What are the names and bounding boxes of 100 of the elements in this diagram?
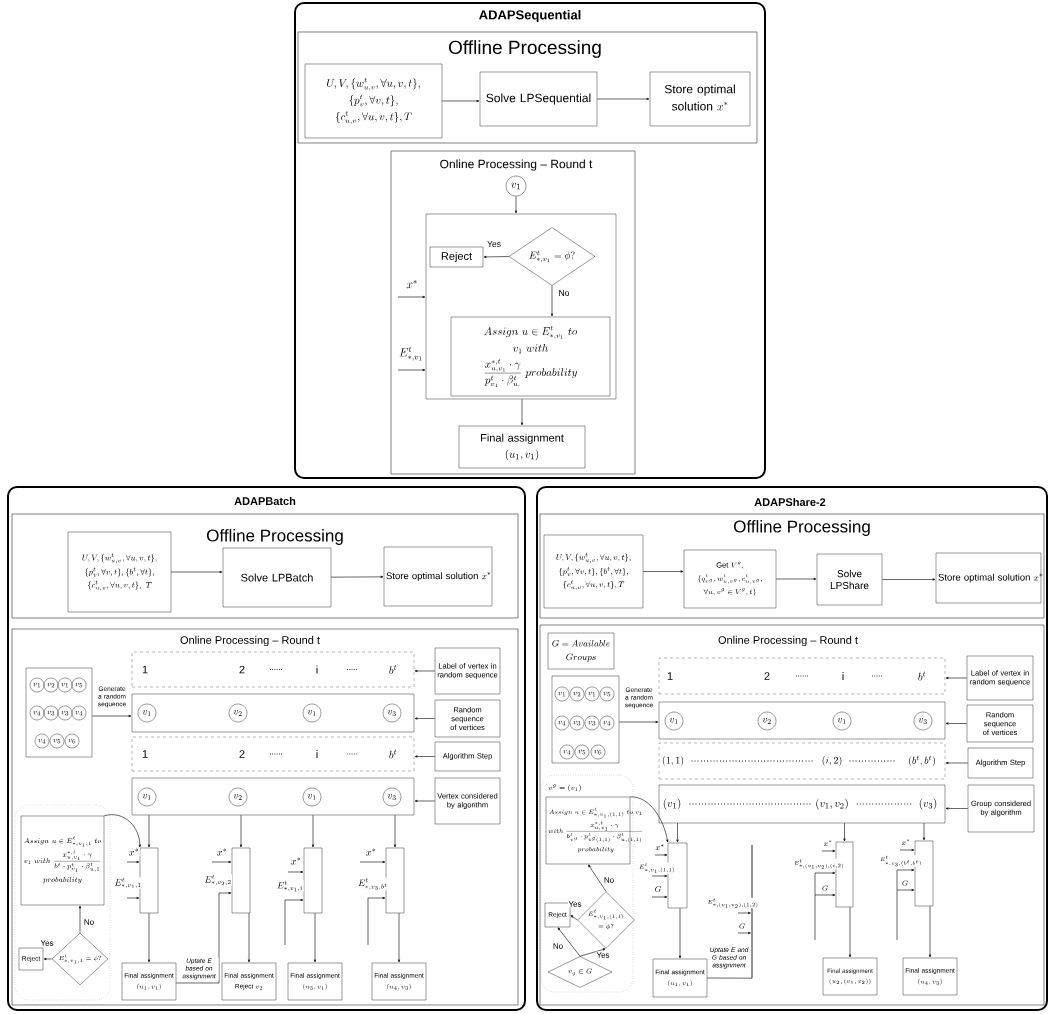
arrow	[43, 957, 53, 961]
group-outline	[14, 804, 111, 1001]
process-box: Solve LPSequential	[479, 71, 598, 127]
input-box: $\begin{gathered}U,V,\{w^t_{u,v},\forall u,v,t\},\\ \{p^t_v,\forall v,t\},\{b^t,\forall t\},\\ \{c^t_{u,v},\forall u,v,t\},\ T\end{gathered}$	[67, 531, 172, 613]
step-box	[385, 847, 405, 914]
arrow	[483, 255, 510, 259]
result-box: $\begin{gathered}\text{Final assignment}\\(u_1,v_1)\end{gathered}$	[652, 958, 708, 998]
result-box: $\begin{gathered}\text{Final assignment}\\(u_2,(v_1,v_2))\end{gathered}$	[822, 957, 878, 996]
arrow	[170, 570, 223, 574]
edge-label: $x^{*}$	[823, 839, 833, 847]
arrow	[651, 874, 668, 878]
arrow	[848, 906, 852, 958]
sequence-row	[131, 777, 415, 816]
edge-label: No	[552, 942, 564, 950]
step-box	[139, 847, 159, 914]
arrow	[651, 895, 668, 899]
arrow	[414, 755, 436, 758]
edge-label: $x^{*}$	[128, 847, 140, 857]
arrow	[211, 860, 232, 864]
sequence-row	[658, 701, 946, 740]
arrow	[78, 905, 82, 934]
process-box: Solve LPShare	[816, 553, 883, 606]
edge-label: $E^t_{*,v_1}$	[398, 346, 424, 362]
arrow	[367, 896, 386, 946]
arrow	[414, 669, 436, 673]
edge-label: $G$	[738, 923, 746, 929]
arrow	[945, 807, 969, 810]
result-box: $\begin{gathered}\text{Final assignment}\\ \text{Reject }v_2\end{gathered}$	[221, 962, 277, 1001]
edge-label: $E^t_{*,v_1,i}$	[276, 880, 304, 892]
formula-label: $E^t_{*,v_2,2}$	[203, 874, 233, 886]
arrow	[896, 868, 915, 941]
arrow	[676, 822, 679, 843]
arrow	[775, 577, 817, 581]
sequence-row: 1 2 ...... i ..... $b^t$	[131, 736, 415, 772]
arrow	[239, 814, 243, 848]
arrow	[397, 912, 401, 963]
sequence-row: $(1,1)$ ………………………………… $(i,2)$ …………… $(b^t,b^t)$	[658, 742, 946, 780]
arrow	[821, 849, 836, 853]
arrow	[397, 295, 426, 299]
process-box: $\begin{gathered}\text{Get }V^g,\\ \{q^t_{v^g},w^t_{u,v^g},c^t_{u,v^g},\\ \forall u,v^g\in V^g,t\}\end{gathered}$	[683, 549, 777, 609]
arrow	[175, 891, 232, 984]
reject-box: Reject	[429, 246, 484, 268]
assignment-box: $\begin{gathered}Assign\ u\in E^t_{*,v_1}\ to\\ v_1\ with\\ \frac{x^{*,t}_{u,v_1}\cdot\gamma}{p^t_{v_1}\cdot\beta^t_{u.}}\ probability\end{gathered}$	[450, 316, 611, 397]
edge-label: $E^t_{*,v_3,b^t}$	[357, 877, 389, 891]
arrow	[928, 905, 932, 958]
arrow	[311, 814, 315, 848]
edge-label: $x^{*}$	[405, 279, 419, 289]
edge-label: $G$	[901, 880, 909, 886]
arrow	[922, 822, 926, 841]
arrow	[91, 714, 132, 718]
result-box: $\begin{gathered}\text{Final assignment}\\(u_3,v_1)\end{gathered}$	[287, 962, 343, 1001]
arrow	[881, 578, 936, 581]
output-box: $\begin{gathered}\text{Store optimal}\\ \text{solution }x^{*}\end{gathered}$	[649, 71, 751, 127]
arrow	[330, 575, 384, 578]
arrow	[642, 570, 684, 573]
arrow	[945, 722, 968, 725]
arrow	[814, 893, 836, 897]
arrow	[896, 888, 915, 892]
bus-line	[751, 844, 753, 979]
arrow	[147, 912, 151, 963]
sequence-row	[131, 693, 415, 733]
edge-label: No	[83, 918, 95, 926]
arrow	[247, 912, 251, 963]
arrow	[103, 814, 141, 848]
edge-label: $x^{*}$	[216, 847, 228, 857]
arrow	[737, 931, 751, 935]
arrow	[393, 814, 397, 848]
sequence-row: 1 2 ...... i ..... $b^t$	[131, 651, 415, 688]
edge-label: No	[603, 876, 615, 884]
vertex-pool-box	[551, 675, 620, 764]
arrow	[414, 717, 436, 720]
assignment-box: $\begin{gathered}Assign\ u\in E^t_{*,v_1,1}\ to\\ v_1\ with\ \frac{x^{*,t}_{u,v_1}\cdot\gamma}{b^t\cdot p^t_{v_1}\cdot\beta^t_{u,1}}\\ probability\end{gathered}$	[20, 815, 105, 906]
edge-label: Yes	[567, 900, 583, 908]
edge-label: $x^{*}$	[901, 838, 911, 846]
sequence-row: $(v_1)$ ………………………………… $(v_1,v_2)$ ……………… $(v_3)$	[658, 784, 946, 824]
connector-line	[706, 977, 753, 979]
edge-label: $E^t_{*,(v_1,v_2),(1,2)}$	[706, 897, 760, 909]
edge-label: $E^t_{*,(v_1,v_2),(i,2)}$	[793, 858, 845, 870]
arrow	[514, 195, 518, 214]
step-box	[231, 847, 251, 914]
arrow	[814, 871, 836, 941]
arrow	[899, 848, 915, 852]
assignment-box: $\begin{gathered}Assign\ u\in E^t_{*,v_1,(1,1)}\ to\ v_1\\ with\ \frac{x^{*,t}_{u,v_1}\cdot\gamma}{b^t_{v^g}\cdot p^t_{v^g(1,1)}\cdot\beta^t_{u,(1,1)}}\\ probability\end{gathered}$	[545, 796, 643, 865]
arrow	[945, 676, 968, 680]
arrow	[414, 799, 436, 803]
arrow	[287, 870, 304, 874]
edge-label: $G$	[654, 885, 662, 893]
result-box: $\begin{gathered}\text{Final assignment}\\(u_1,v_1)\end{gathered}$	[458, 425, 586, 469]
edge-label: $E^t_{*,v_1,(1,1)}$	[638, 862, 676, 874]
result-box: $\begin{gathered}\text{Final assignment}\\(u_1,v_1)\end{gathered}$	[121, 962, 177, 1001]
arrow	[313, 912, 317, 963]
arrow	[126, 860, 140, 864]
edge-label: $E^t_{*,v_1,1}$	[113, 877, 143, 889]
edge-label: Yes	[595, 951, 611, 959]
step-box	[303, 847, 323, 914]
arrow	[570, 915, 578, 921]
arrow	[654, 853, 668, 857]
arrow	[550, 285, 554, 317]
arrow	[359, 860, 386, 864]
process-box: Solve LPBatch	[222, 547, 332, 608]
